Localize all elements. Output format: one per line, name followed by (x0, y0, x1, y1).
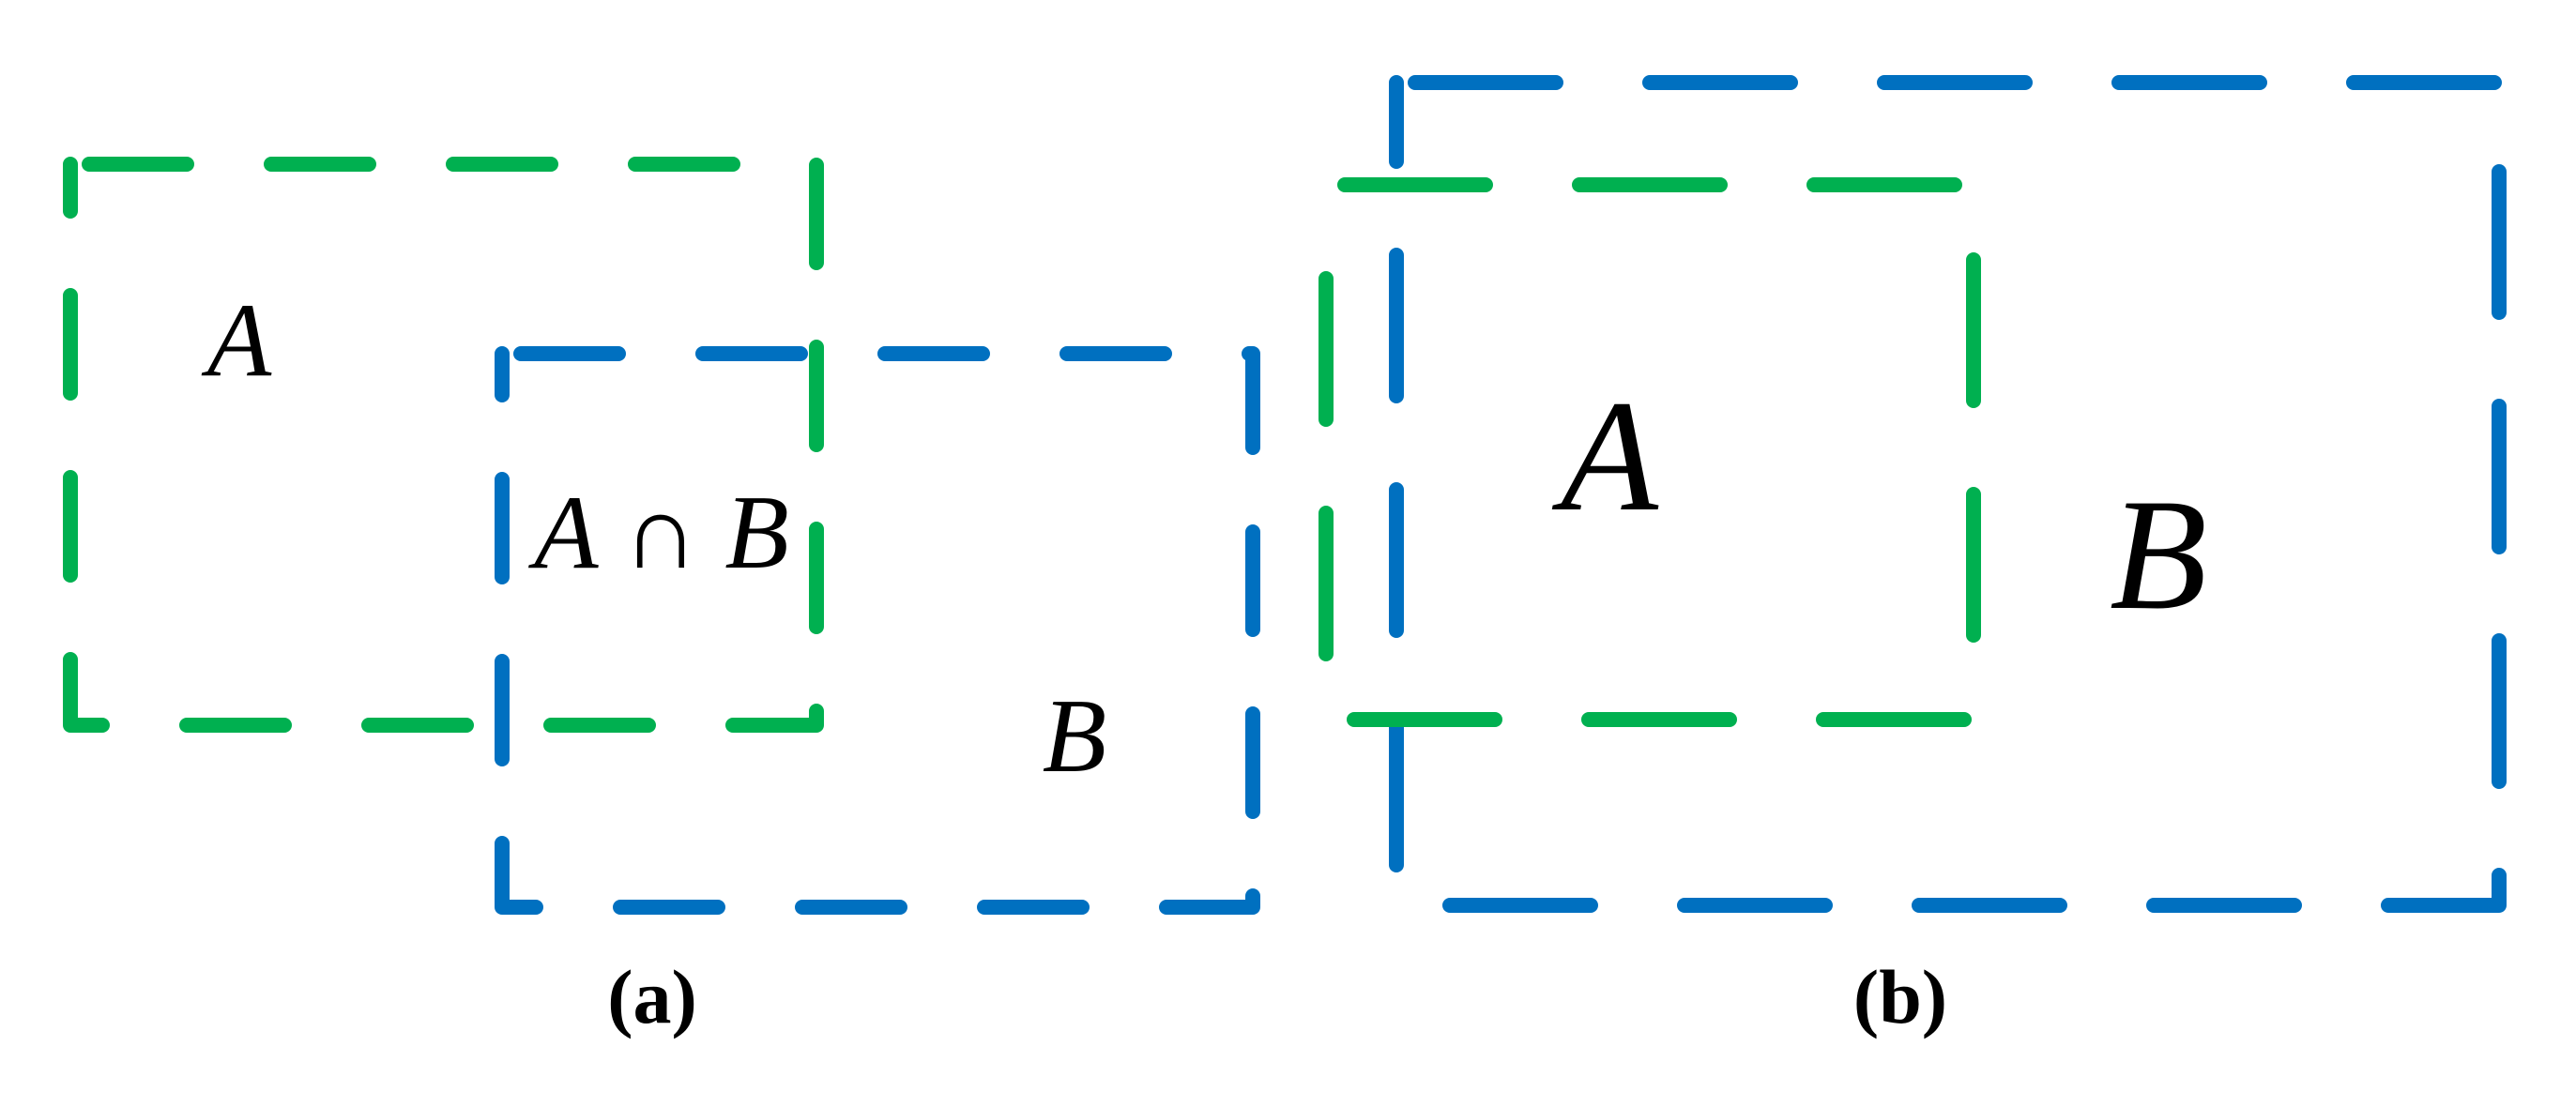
panel-a-label-a: A (201, 282, 272, 399)
panel-b-set-a-box (1318, 177, 1981, 727)
panel-a-label-intersection: A ∩ B (527, 475, 789, 591)
panel-b: A B (b) (1318, 75, 2507, 1039)
panel-a: A A ∩ B B (a) (63, 157, 1260, 1039)
panel-b-label-b: B (2110, 466, 2207, 643)
panel-a-caption: (a) (607, 954, 697, 1039)
panel-a-label-b: B (1043, 678, 1106, 795)
panel-b-caption: (b) (1853, 954, 1947, 1039)
panel-a-set-a-box (63, 157, 824, 733)
panel-a-set-b-box (495, 346, 1260, 915)
panel-b-set-b-box (1389, 75, 2507, 913)
panel-b-label-a: A (1551, 368, 1659, 544)
